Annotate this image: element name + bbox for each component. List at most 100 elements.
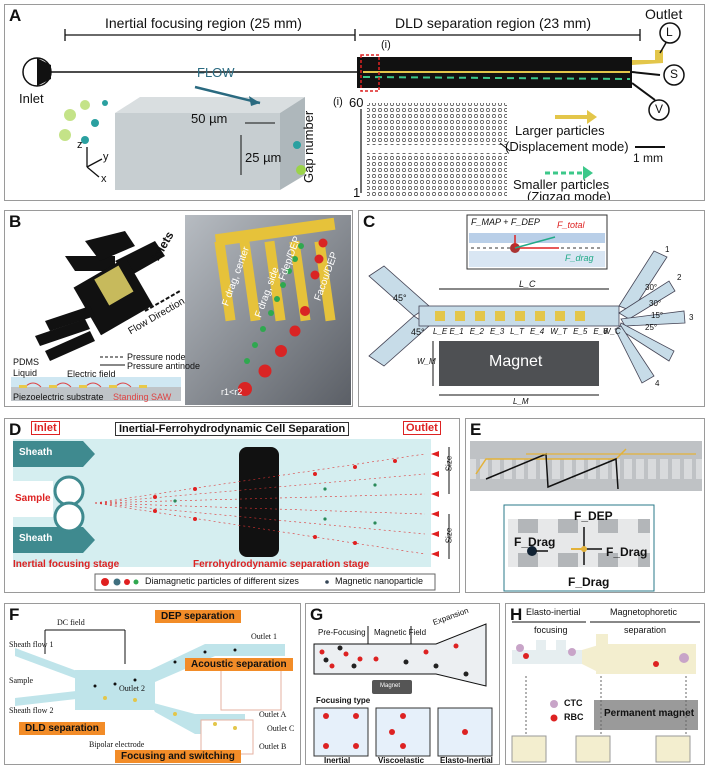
sample-label: Sample (9, 676, 33, 685)
separation-label: separation (624, 625, 667, 635)
magnet-label: Magnet (380, 683, 401, 689)
outlet1-label: Outlet 1 (251, 632, 277, 641)
r1r2-label: r1<r2 (221, 387, 243, 397)
dim-width-label: 50 µm (191, 111, 228, 126)
inset-i-label: (i) (333, 96, 343, 108)
panel-f: F DC field DEP separation Outlet 1 Sheat… (4, 603, 301, 765)
outlet2-label: Outlet 2 (119, 684, 145, 693)
outlet-4-label: 4 (655, 379, 660, 388)
gap-bottom-label: 1 (353, 185, 361, 200)
lc-label: L_C (519, 279, 536, 289)
electrode-2: E_3 (489, 327, 505, 336)
focusing-type-label: Focusing type (316, 696, 371, 705)
panel-b-graphics (11, 215, 351, 405)
panel-g: G Pre-Focusing Magnetic Field Expansion … (305, 603, 500, 765)
legend-dia-label: Diamagnetic particles of different sizes (145, 576, 299, 586)
panel-h: H Elasto-inertial focusing Magnetophoret… (505, 603, 705, 765)
outlet-label: Outlet (403, 421, 441, 435)
sheath-bottom-label: Sheath (19, 533, 53, 544)
pdms-label: PDMS (13, 357, 40, 367)
dld-sep-label: DLD separation (19, 722, 105, 735)
outletC-label: Outlet C (267, 724, 295, 733)
larger-mode-label: (Displacement mode) (505, 139, 629, 154)
sheath2-label: Sheath flow 2 (9, 706, 54, 715)
substrate-label: Piezoelectric substrate (13, 392, 104, 402)
angle-3-label: 25° (645, 323, 658, 332)
smaller-mode-label: (Zigzag mode) (527, 189, 611, 201)
magnet-label: Magnet (489, 353, 543, 370)
outletA-label: Outlet A (259, 710, 287, 719)
panel-d-graphics (13, 439, 450, 591)
prefocusing-label: Pre-Focusing (318, 628, 366, 637)
wm-label: W_M (417, 357, 436, 366)
panel-g-graphics (313, 623, 493, 757)
panel-h-graphics (511, 621, 700, 763)
panel-b-label: B (9, 212, 22, 231)
outlet-2-label: 2 (677, 273, 682, 282)
angle-45b-label: 45° (411, 327, 425, 337)
flow-label: FLOW (197, 65, 235, 80)
rbc-label: RBC (564, 712, 584, 722)
panel-a-label: A (9, 6, 22, 25)
panel-e-label: E (470, 420, 482, 439)
fdep-label: F_DEP (574, 509, 613, 523)
legend-antinode-label: Pressure antinode (127, 361, 201, 371)
electrode-labels: L_E E_1 E_2 E_3 L_T E_4 W_T E_5 E_6 (433, 327, 608, 336)
panel-e: E F_DEP F_Drag F_Drag F_Drag (465, 418, 705, 593)
panel-e-graphics (470, 441, 702, 592)
electrode-1: E_2 (469, 327, 484, 336)
angle-45a-label: 45° (393, 293, 407, 303)
outletB-label: Outlet B (259, 742, 287, 751)
gap-number-label: Gap number (301, 110, 316, 183)
dld-region-label: DLD separation region (23 mm) (395, 15, 592, 31)
electrode-0: L_E E_1 (433, 327, 464, 336)
elasto-label: Elasto-Inertial (440, 756, 493, 765)
saw-label: Standing SAW (113, 392, 172, 402)
fdrag-left-label: F_Drag (514, 535, 556, 549)
outlet-3-label: 3 (689, 313, 694, 322)
focusing-label: Focusing and switching (115, 750, 241, 763)
outlet-1-label: 1 (665, 245, 670, 254)
gap-top-label: 60 (349, 95, 364, 110)
panel-f-label: F (9, 605, 20, 624)
magneto-label: Magnetophoretic (610, 607, 678, 617)
legend-nano-label: Magnetic nanoparticle (335, 576, 424, 586)
ferro-stage-label: Ferrohydrodynamic separation stage (193, 559, 370, 570)
ctc-label: CTC (564, 698, 583, 708)
outlet-s-label: S (670, 67, 679, 81)
inlet-label: Inlet (31, 421, 60, 435)
viscoelastic-label: Viscoelastic (378, 756, 425, 765)
ftotal-label: F_total (557, 220, 585, 230)
panel-b: B Inlets Flow Direction Pressure node Pr… (4, 210, 353, 407)
electrode-3: L_T (510, 327, 524, 336)
size-bottom-label: Size (444, 527, 454, 544)
panel-a: A Inertial focusing region (25 mm) DLD s… (4, 4, 705, 201)
panel-d: D Inlet Inertial-Ferrohydrodynamic Cell … (4, 418, 460, 593)
sheath1-label: Sheath flow 1 (9, 640, 54, 649)
panel-c-graphics (368, 214, 686, 396)
liquid-label: Liquid (13, 368, 38, 378)
panel-c-label: C (363, 212, 376, 231)
panel-d-label: D (9, 420, 22, 439)
larger-particles-label: Larger particles (515, 123, 605, 138)
acoustic-label: Acoustic separation (185, 658, 293, 671)
panel-f-graphics (15, 629, 285, 755)
axis-z-label: z (77, 139, 83, 151)
panel-a-graphics (22, 22, 685, 197)
sheath-top-label: Sheath (19, 447, 53, 458)
inertial-stage-label: Inertial focusing stage (13, 559, 120, 570)
axis-x-label: x (101, 173, 107, 185)
bipolar-label: Bipolar electrode (89, 740, 145, 749)
panel-h-label: H (510, 605, 523, 624)
smaller-particles-label: Smaller particles (513, 177, 610, 192)
angle-1-label: 30° (649, 299, 662, 308)
electric-field-label: Electric field (67, 369, 116, 379)
fdrag-right-label: F_Drag (606, 545, 648, 559)
outlet-label: Outlet (645, 6, 683, 22)
inlet-label: Inlet (19, 91, 44, 106)
fdrag-label: F_drag (565, 253, 594, 263)
inertial-label: Inertial (324, 756, 351, 765)
angle-2-label: 15° (651, 311, 664, 320)
panel-g-label: G (310, 605, 324, 624)
elasto-label: Elasto-inertial (526, 607, 581, 617)
